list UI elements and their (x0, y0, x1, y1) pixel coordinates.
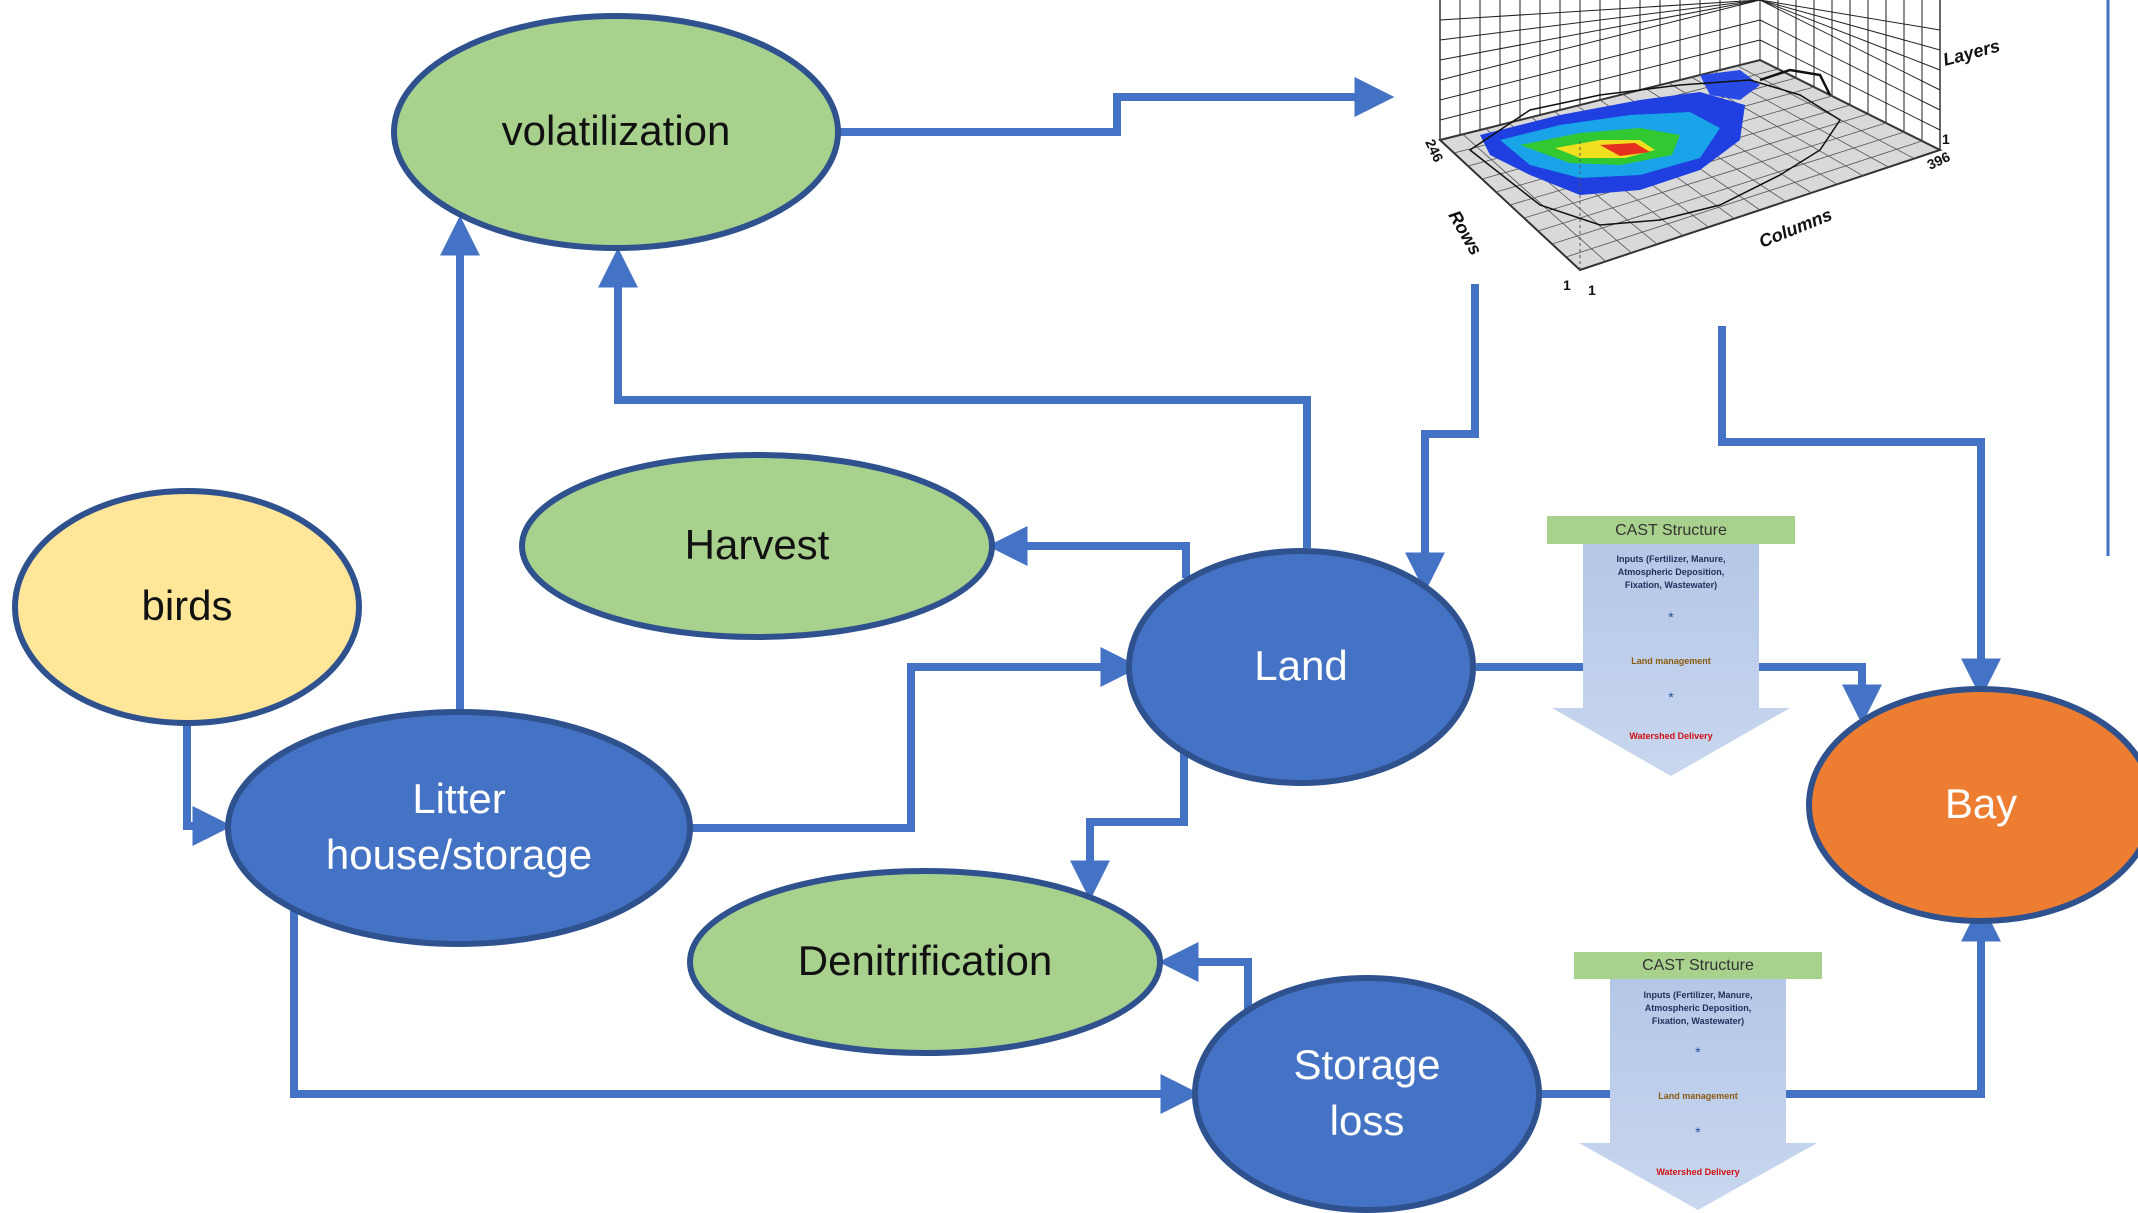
edge-land-to-harvest (987, 526, 1190, 578)
cast-land-management: Land management (1631, 656, 1711, 666)
cast-title-bar (1547, 516, 1795, 544)
cast-inputs-line2: Atmospheric Deposition, (1618, 567, 1725, 577)
tick-1-columns: 1 (1588, 282, 1596, 298)
cast-title-bar (1574, 952, 1822, 979)
cast-star-1: * (1668, 609, 1674, 625)
edge-litter-to-land (692, 647, 1141, 832)
node-denitrification: Denitrification (687, 868, 1163, 1056)
cast-inputs-line3: Fixation, Wastewater) (1625, 580, 1717, 590)
edge-land-to-denitrification (1070, 745, 1188, 901)
node-harvest: Harvest (519, 452, 995, 640)
edge-litter-to-storage (290, 910, 1201, 1114)
harvest-label: Harvest (685, 521, 830, 568)
cast-down-arrow (1579, 979, 1817, 1210)
node-land: Land (1126, 548, 1476, 786)
map-outline (1468, 79, 1842, 226)
storage-label-line1: Storage (1293, 1041, 1440, 1088)
edge-volatilization-to-grid (840, 77, 1395, 136)
cast-star-2: * (1695, 1124, 1701, 1140)
bay-label: Bay (1945, 780, 2017, 827)
node-volatilization: volatilization (391, 13, 841, 251)
cast-structure-lower: CAST Structure Inputs (Fertilizer, Manur… (1574, 952, 1822, 1210)
storage-label-line2: loss (1330, 1097, 1405, 1144)
litter-label-line1: Litter (412, 775, 505, 822)
cast-structure-upper: CAST Structure Inputs (Fertilizer, Manur… (1547, 516, 1795, 776)
cast-title: CAST Structure (1642, 957, 1754, 974)
edge-land-to-volatilization (598, 247, 1311, 548)
denitrification-label: Denitrification (798, 937, 1052, 984)
cast-land-management: Land management (1658, 1091, 1738, 1101)
node-litter-house-storage: Litter house/storage (225, 709, 693, 947)
birds-label: birds (141, 582, 232, 629)
cast-star-1: * (1695, 1044, 1701, 1060)
land-label: Land (1254, 642, 1347, 689)
cast-title: CAST Structure (1615, 522, 1727, 539)
air-quality-model-grid: Layers Rows Columns 246 396 1 1 1 (1422, 0, 2002, 298)
tick-1-layers: 1 (1942, 131, 1950, 147)
edge-storage-to-denitrification (1158, 942, 1252, 1015)
edge-grid-to-land (1405, 284, 1479, 593)
cast-inputs-line2: Atmospheric Deposition, (1645, 1003, 1752, 1013)
columns-label: Columns (1756, 204, 1835, 251)
cast-watershed-delivery: Watershed Delivery (1629, 731, 1712, 741)
volatilization-label: volatilization (502, 107, 731, 154)
cast-watershed-delivery: Watershed Delivery (1656, 1167, 1739, 1177)
concentration-field (1480, 70, 1760, 195)
cast-star-2: * (1668, 689, 1674, 705)
tick-1-rows: 1 (1563, 277, 1571, 293)
edge-birds-to-litter (183, 725, 233, 846)
rows-label: Rows (1445, 207, 1486, 259)
layers-label: Layers (1941, 36, 2002, 70)
litter-label-line2: house/storage (326, 831, 592, 878)
cast-down-arrow (1552, 544, 1790, 776)
cast-inputs-line1: Inputs (Fertilizer, Manure, (1643, 990, 1752, 1000)
edge-grid-to-bay (1718, 326, 2001, 699)
node-birds: birds (12, 488, 362, 726)
cast-inputs-line1: Inputs (Fertilizer, Manure, (1616, 554, 1725, 564)
edges (183, 77, 2001, 1114)
node-bay: Bay (1806, 686, 2138, 924)
node-storage-loss: Storage loss (1192, 975, 1542, 1213)
cast-inputs-line3: Fixation, Wastewater) (1652, 1016, 1744, 1026)
